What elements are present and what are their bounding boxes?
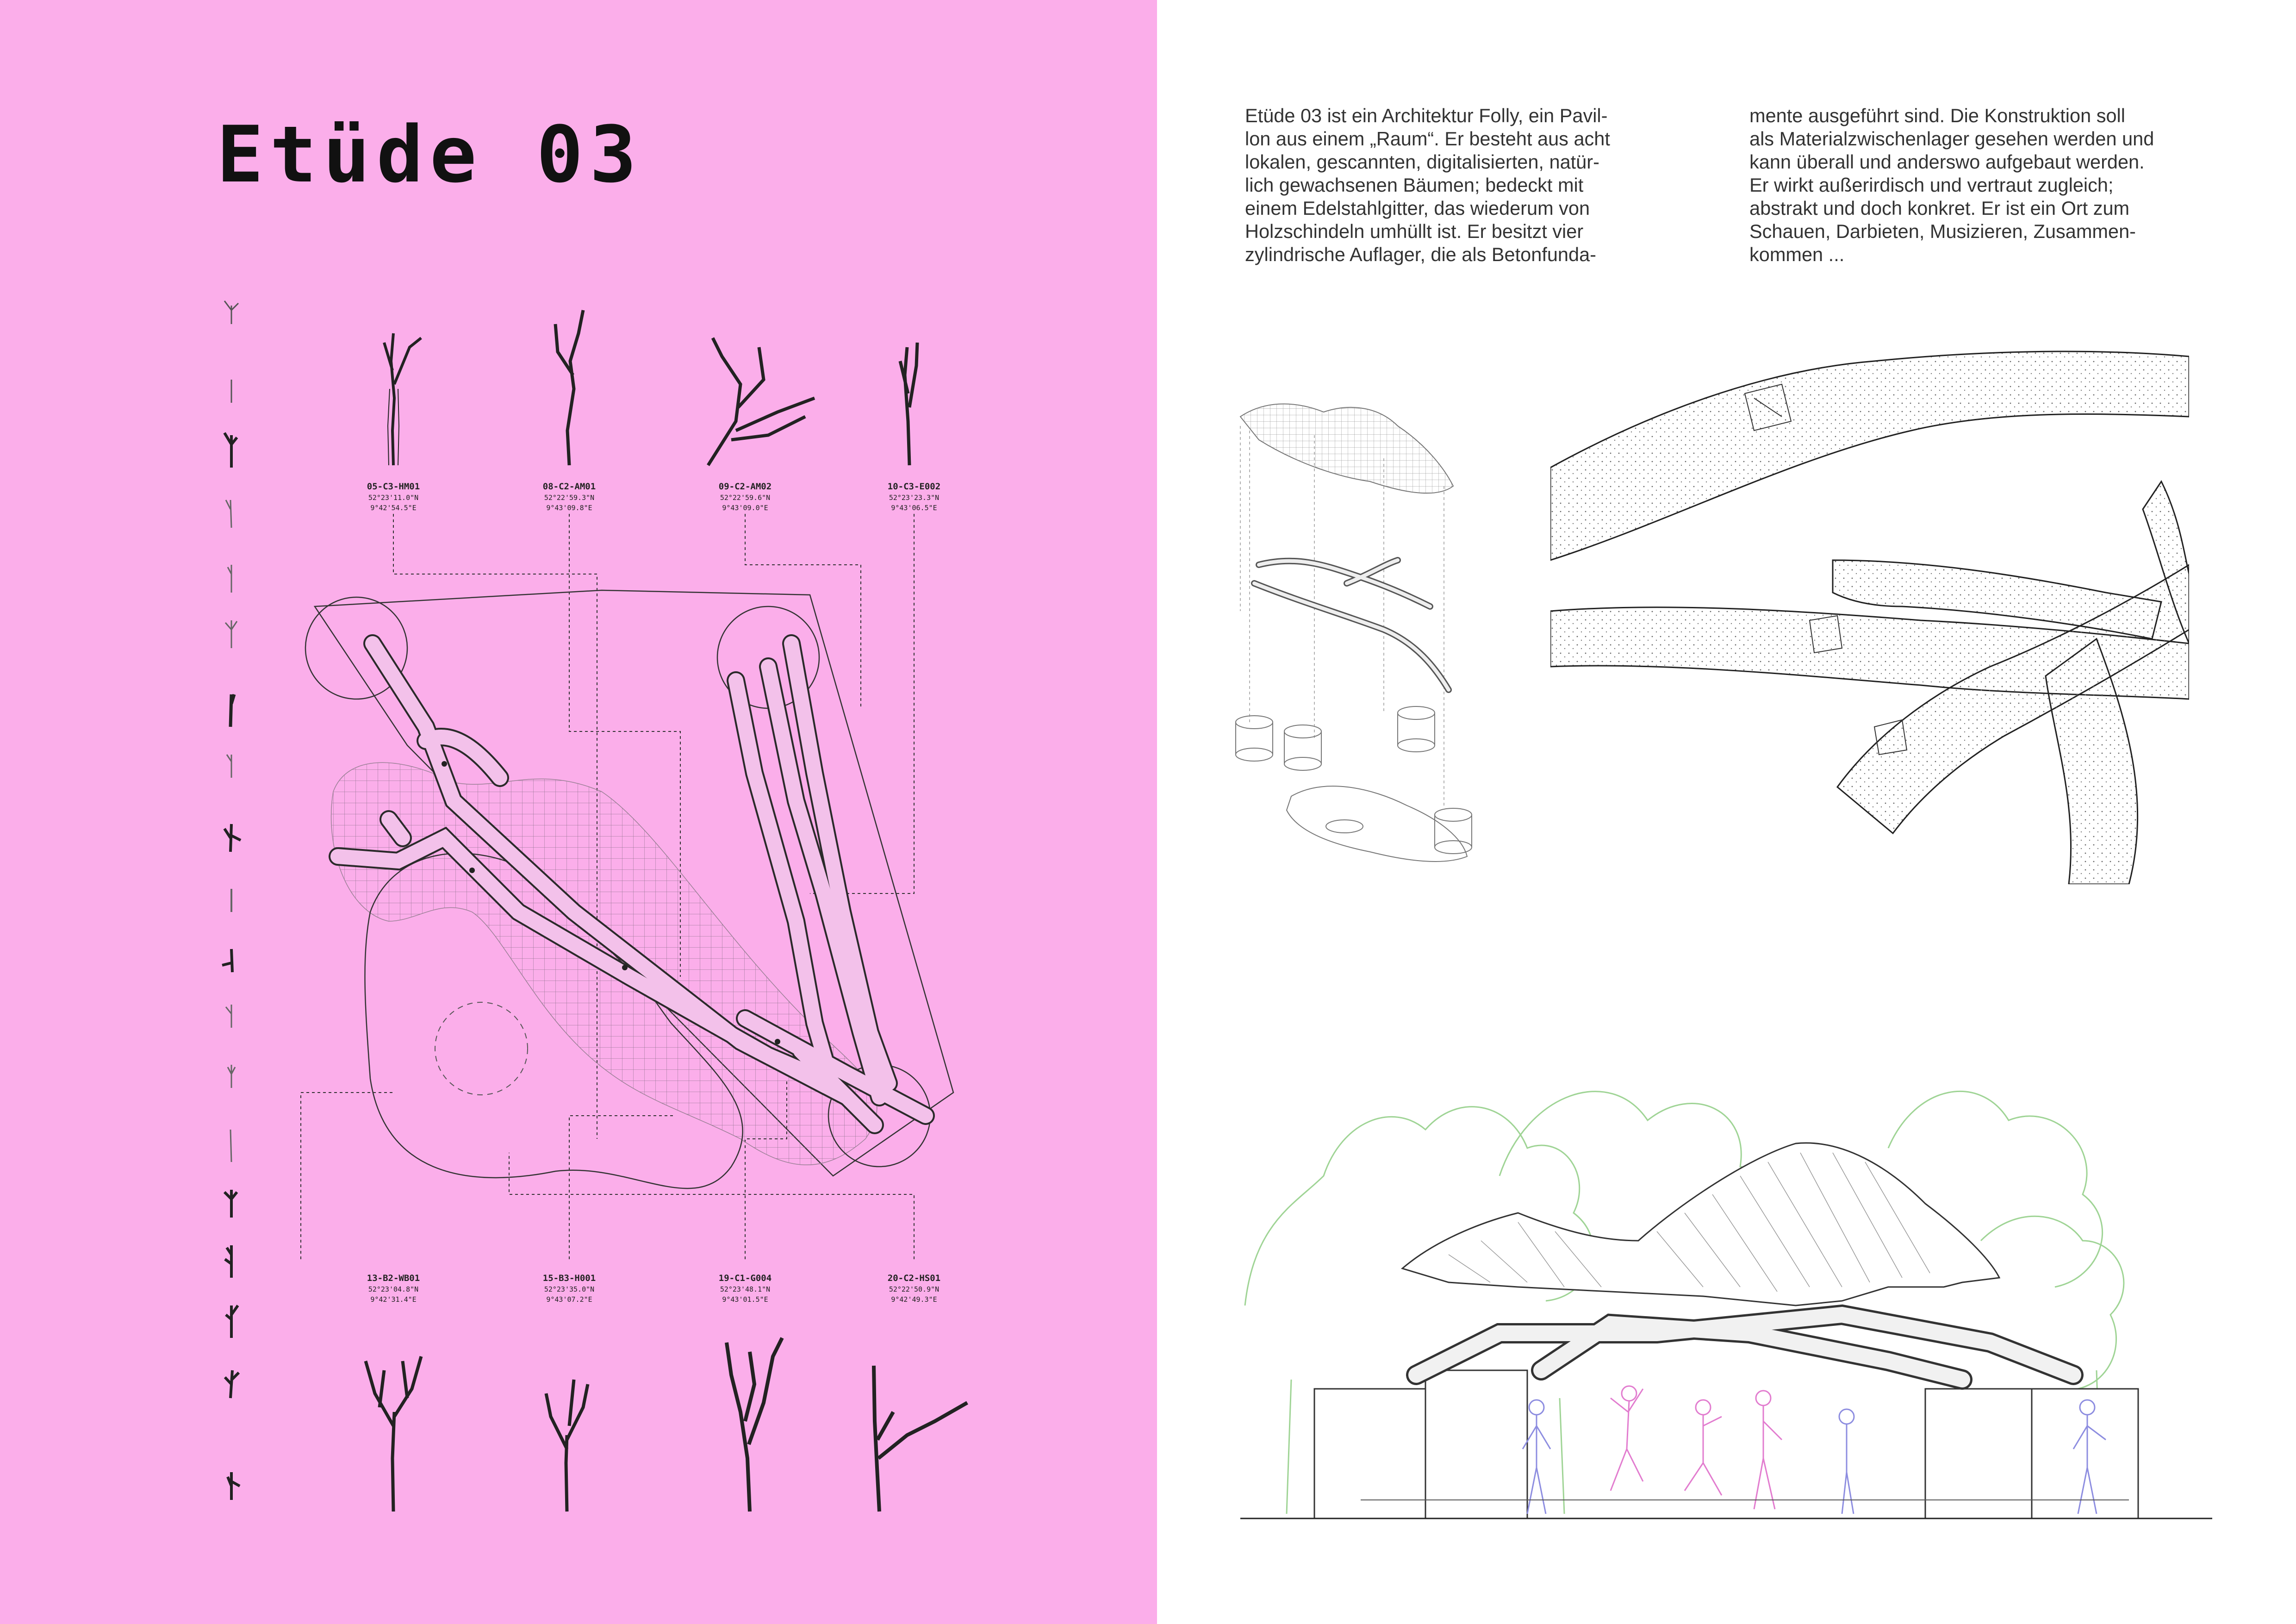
tree-id: 19-C1-G004 xyxy=(718,1273,772,1283)
text-line: abstrakt und doch konkret. Er ist ein Or… xyxy=(1749,197,2130,219)
text-line: Etüde 03 ist ein Architektur Folly, ein … xyxy=(1245,105,1608,126)
tree-label-top-2: 08-C2-AM01 52°22'59.3"N 9°43'09.8"E xyxy=(500,481,639,513)
description-column-2: mente ausgeführt sind. Die Konstruktion … xyxy=(1749,104,2166,266)
text-line: Er wirkt außerirdisch und vertraut zugle… xyxy=(1749,174,2114,196)
tree-id: 08-C2-AM01 xyxy=(542,481,596,492)
text-line: lon aus einem „Raum“. Er besteht aus ach… xyxy=(1245,128,1610,150)
tree-scan-19-C1-G004 xyxy=(725,1337,784,1512)
tree-lon: 9°43'01.5"E xyxy=(722,1295,768,1304)
tree-label-top-3: 09-C2-AM02 52°22'59.6"N 9°43'09.0"E xyxy=(676,481,815,513)
tree-lat: 52°22'59.3"N xyxy=(544,493,595,502)
tree-lat: 52°22'50.9"N xyxy=(889,1285,940,1293)
description-column-1: Etüde 03 ist ein Architektur Folly, ein … xyxy=(1245,104,1661,266)
tree-scan-15-B3-H001 xyxy=(544,1379,590,1512)
elevation-drawing xyxy=(1240,1091,2212,1519)
text-line: kommen ... xyxy=(1749,244,1845,265)
tree-scan-10-C3-E002 xyxy=(898,342,919,466)
tree-label-bottom-1: 13-B2-WB01 52°23'04.8"N 9°42'31.4"E xyxy=(324,1272,463,1305)
tree-scan-08-C2-AM01 xyxy=(554,310,585,466)
tree-id: 20-C2-HS01 xyxy=(887,1273,941,1283)
text-line: einem Edelstahlgitter, das wiederum von xyxy=(1245,197,1590,219)
tree-lon: 9°43'09.8"E xyxy=(546,504,592,512)
text-line: kann überall und anderswo aufgebaut werd… xyxy=(1749,151,2145,173)
tree-lon: 9°42'54.5"E xyxy=(370,504,417,512)
tree-lon: 9°43'09.0"E xyxy=(722,504,768,512)
tree-lat: 52°22'59.6"N xyxy=(720,493,771,502)
tree-label-top-4: 10-C3-E002 52°23'23.3"N 9°43'06.5"E xyxy=(845,481,983,513)
exploded-axonometric xyxy=(1235,403,1472,862)
text-line: Schauen, Darbieten, Musizieren, Zusammen… xyxy=(1749,220,2136,242)
tree-label-bottom-2: 15-B3-H001 52°23'35.0"N 9°43'07.2"E xyxy=(500,1272,639,1305)
text-line: lich gewachsenen Bäumen; bedeckt mit xyxy=(1245,174,1584,196)
tree-scan-09-C2-AM02 xyxy=(707,337,815,466)
tree-id: 13-B2-WB01 xyxy=(367,1273,420,1283)
page-title: Etüde 03 xyxy=(217,109,643,200)
tree-id: 05-C3-HM01 xyxy=(367,481,420,492)
tree-lon: 9°43'07.2"E xyxy=(546,1295,592,1304)
tree-lat: 52°23'04.8"N xyxy=(368,1285,419,1293)
tree-label-bottom-4: 20-C2-HS01 52°22'50.9"N 9°42'49.3"E xyxy=(845,1272,983,1305)
tree-id: 10-C3-E002 xyxy=(887,481,941,492)
tree-lat: 52°23'23.3"N xyxy=(889,493,940,502)
text-line: als Materialzwischenlager gesehen werden… xyxy=(1749,128,2154,150)
tree-index-glyphs xyxy=(222,300,242,1500)
tree-scan-13-B2-WB01 xyxy=(364,1356,423,1512)
tree-scan-05-C3-HM01 xyxy=(383,333,422,466)
tree-id: 09-C2-AM02 xyxy=(718,481,772,492)
tree-lon: 9°42'49.3"E xyxy=(891,1295,937,1304)
text-line: Holzschindeln umhüllt ist. Er besitzt vi… xyxy=(1245,220,1584,242)
tree-lat: 52°23'35.0"N xyxy=(544,1285,595,1293)
text-line: zylindrische Auflager, die als Betonfund… xyxy=(1245,244,1596,265)
tree-scan-20-C2-HS01 xyxy=(872,1365,968,1512)
tree-lon: 9°43'06.5"E xyxy=(891,504,937,512)
text-line: mente ausgeführt sind. Die Konstruktion … xyxy=(1749,105,2125,126)
tree-lat: 52°23'11.0"N xyxy=(368,493,419,502)
branch-detail-drawing xyxy=(1550,350,2189,884)
plan-drawing xyxy=(300,514,954,1259)
tree-label-top-1: 05-C3-HM01 52°23'11.0"N 9°42'54.5"E xyxy=(324,481,463,513)
tree-label-bottom-3: 19-C1-G004 52°23'48.1"N 9°43'01.5"E xyxy=(676,1272,815,1305)
tree-id: 15-B3-H001 xyxy=(542,1273,596,1283)
tree-lon: 9°42'31.4"E xyxy=(370,1295,417,1304)
text-line: lokalen, gescannten, digitalisierten, na… xyxy=(1245,151,1599,173)
tree-lat: 52°23'48.1"N xyxy=(720,1285,771,1293)
